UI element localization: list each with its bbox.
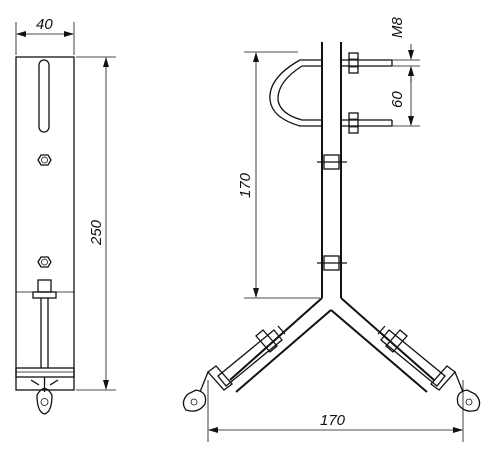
hex-nut-upper — [37, 154, 52, 166]
eye-bolt — [36, 387, 53, 415]
dimension-ubolt-spacing: 60 — [389, 66, 420, 127]
dimension-bracket-span: 170 — [207, 380, 464, 442]
bracket-arm-left — [229, 297, 323, 381]
bracket-span-label: 170 — [320, 412, 346, 429]
adjustment-slot — [38, 59, 50, 133]
plate-height-label: 250 — [88, 219, 105, 246]
plate-width-label: 40 — [36, 16, 53, 33]
eye-bolt-right — [456, 389, 481, 412]
bracket-side-view — [182, 42, 481, 412]
clamp-bar — [15, 367, 75, 378]
u-bolt-nut-lower — [348, 112, 359, 134]
ubolt-spacing-label: 60 — [389, 91, 406, 108]
u-bolt — [269, 59, 322, 127]
dimension-plate-height: 250 — [76, 56, 116, 391]
clamp-nut — [37, 279, 52, 293]
u-bolt-nut-upper — [348, 52, 359, 74]
hex-nut-lower — [37, 256, 52, 268]
bracket-arm-right — [340, 297, 435, 381]
dimension-thread: M8 — [389, 17, 420, 82]
thread-label: M8 — [389, 17, 406, 38]
bracket-height-label: 170 — [237, 172, 254, 198]
clamp-left — [182, 325, 286, 412]
mounting-plate — [15, 56, 75, 391]
clamp-right — [377, 325, 481, 412]
eye-bolt-left — [182, 389, 207, 412]
dimension-plate-width: 40 — [15, 16, 75, 55]
dimension-bracket-height: 170 — [237, 51, 320, 299]
mounting-plate-view — [15, 56, 75, 415]
